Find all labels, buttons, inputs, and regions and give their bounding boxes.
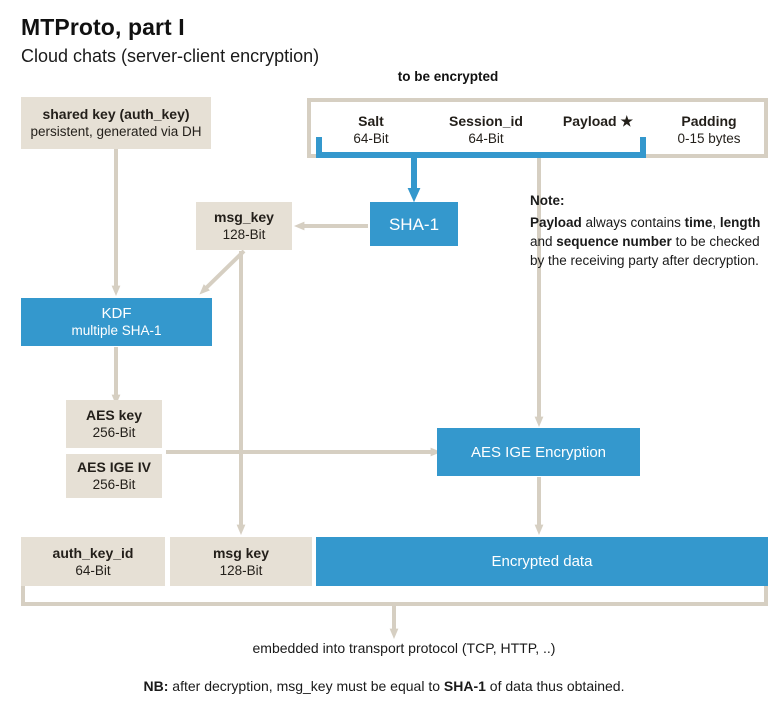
note-bold-payload: Payload [530,215,582,230]
kdf-box: KDF multiple SHA-1 [21,298,212,346]
frame-right-edge [764,98,768,158]
auth-key-id-box: auth_key_id 64-Bit [21,537,165,586]
encrypted-span-bracket [316,137,646,158]
encrypted-data-box: Encrypted data [316,537,768,586]
blue-bracket-right [640,137,646,158]
page-title: MTProto, part I [21,14,185,40]
note-body: Payload always contains time, length and… [530,215,761,268]
nb-bold-label: NB: [143,678,169,694]
blue-bracket-bottom [316,152,646,158]
frame-left-edge [307,98,311,158]
nb-footer: NB: after decryption, msg_key must be eq… [143,678,625,694]
output-bracket-right [764,586,768,606]
aes-key-box: AES key 256-Bit [66,400,162,448]
to-be-encrypted-label: to be encrypted [397,69,499,84]
aes-ige-encryption-box: AES IGE Encryption [437,428,640,476]
aes-ige-iv-box: AES IGE IV 256-Bit [66,454,162,498]
blue-bracket-left [316,137,322,158]
msg-key-output-box: msg key 128-Bit [170,537,312,586]
output-bracket-left [21,586,25,606]
shared-key-box: shared key (auth_key) persistent, genera… [21,97,211,149]
note-heading: Note: [530,193,565,208]
nb-bold-sha1: SHA-1 [443,678,486,694]
frame-top-edge [307,98,768,102]
segment-payload: Payload ★ [562,113,634,129]
note-block: Note: Payload always contains time, leng… [530,191,770,270]
output-bracket-bottom [21,602,768,606]
sha1-box: SHA-1 [370,202,458,246]
output-bracket [21,586,768,606]
segment-salt: Salt 64-Bit [353,113,389,146]
msg-key-box: msg_key 128-Bit [196,202,292,250]
transport-label: embedded into transport protocol (TCP, H… [252,640,556,656]
note-bold-time: time [684,215,713,230]
page-subtitle: Cloud chats (server-client encryption) [21,46,320,66]
arrow-msgkey-to-kdf [199,249,246,295]
segment-padding: Padding 0-15 bytes [677,113,741,146]
note-bold-length: length [719,215,761,230]
segment-session-id: Session_id 64-Bit [449,113,523,146]
note-bold-seqnum: sequence number [556,234,672,249]
